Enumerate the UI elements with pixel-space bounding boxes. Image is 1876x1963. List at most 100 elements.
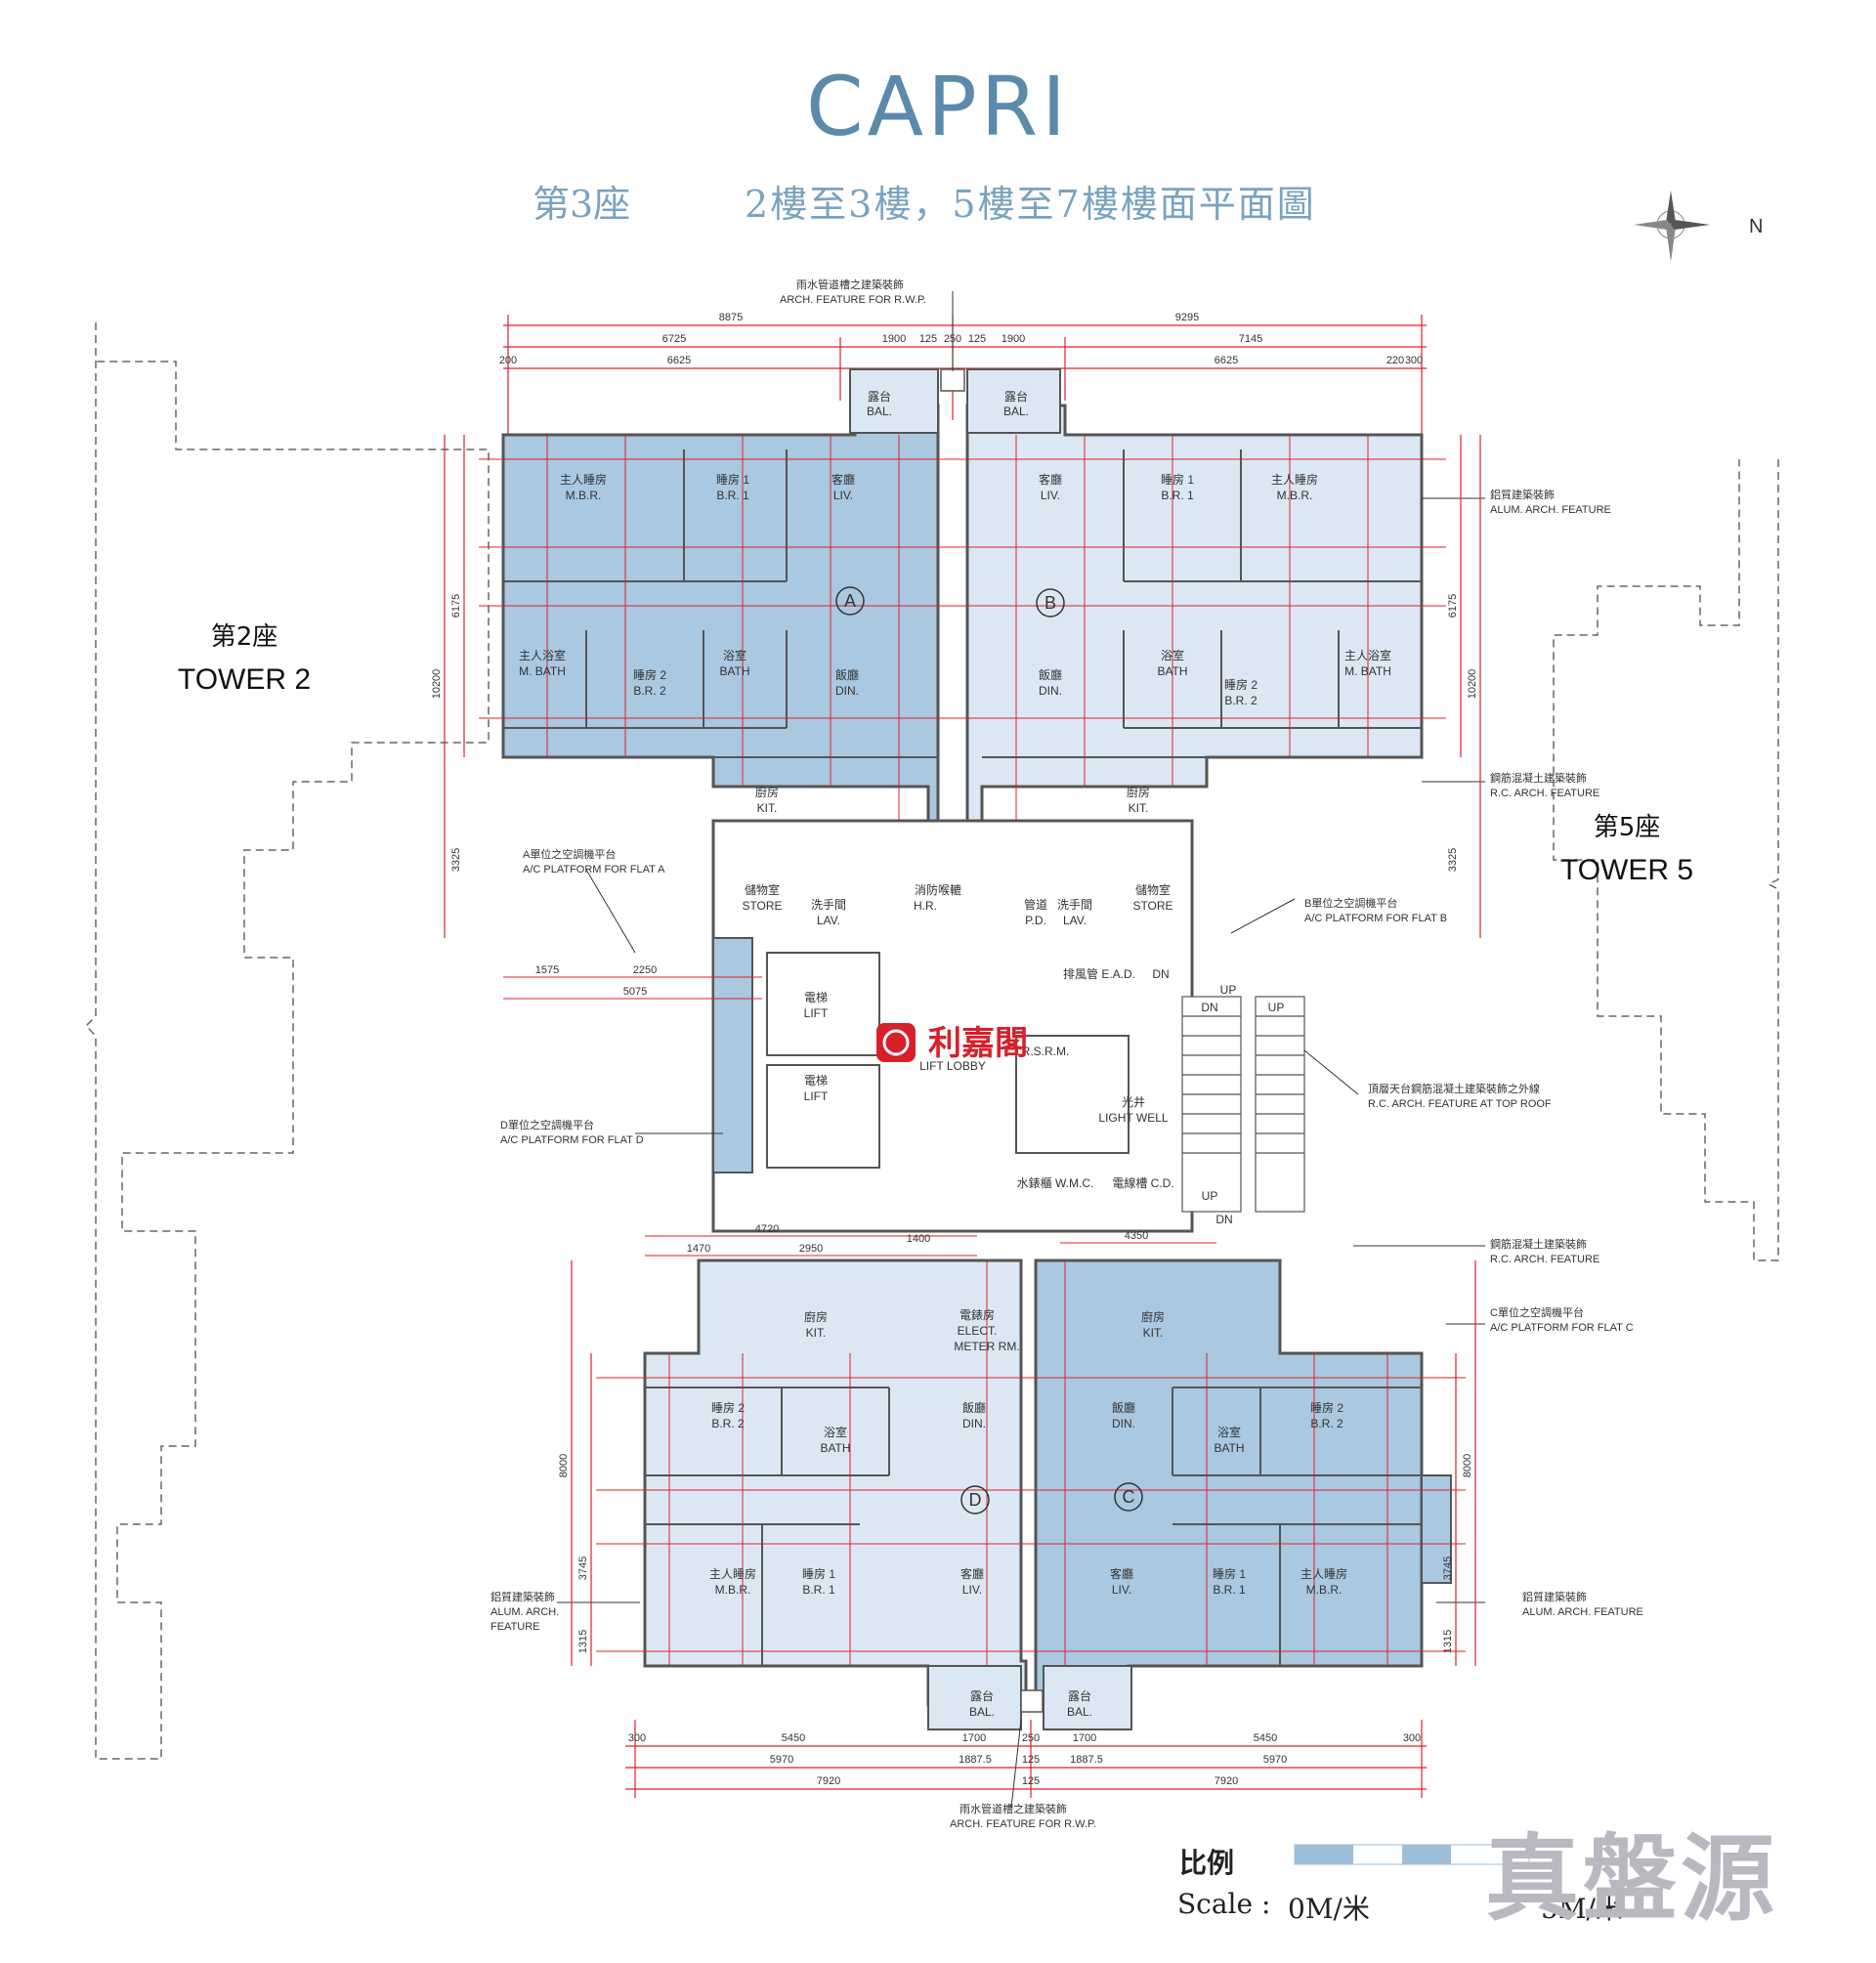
- dimension-lines-sides: [444, 435, 1481, 1666]
- room-a-mbath-cn: 主人浴室: [519, 648, 566, 662]
- room-a-lav-en: LAV.: [817, 914, 840, 927]
- brand-watermark: 真盤源: [1485, 1824, 1778, 1934]
- dim-left-2: 10200: [431, 669, 443, 700]
- room-b-kit-cn: 廚房: [1127, 785, 1150, 799]
- unit-c-area: [1034, 1259, 1424, 1707]
- room-b-din-en: DIN.: [1039, 684, 1062, 698]
- note-ac-d-en: A/C PLATFORM FOR FLAT D: [500, 1134, 644, 1146]
- room-a-br1-en: B.R. 1: [716, 489, 749, 502]
- compass-icon: [1634, 191, 1710, 262]
- room-d-kit-en: KIT.: [806, 1326, 827, 1340]
- room-rsrm: R.S.R.M.: [1022, 1045, 1070, 1058]
- room-d-kit-cn: 廚房: [804, 1309, 828, 1324]
- room-b-mbath-cn: 主人浴室: [1344, 648, 1391, 662]
- dim-lower-right-3: 1315: [1442, 1630, 1454, 1653]
- dim-core-8: 4350: [1125, 1230, 1148, 1242]
- note-alum-l-en1: ALUM. ARCH.: [490, 1606, 559, 1618]
- stair-up-2: UP: [1268, 1001, 1285, 1014]
- room-c-br1-en: B.R. 1: [1213, 1583, 1246, 1597]
- dim-top-r2-3: 125: [919, 333, 937, 345]
- note-roof-cn: 頂層天台鋼筋混凝土建築裝飾之外線: [1368, 1082, 1540, 1095]
- note-ac-c-cn: C單位之空調機平台: [1490, 1305, 1584, 1319]
- note-alum-rb-cn: 鋁質建築裝飾: [1522, 1590, 1587, 1603]
- room-a-bath-en: BATH: [719, 664, 749, 678]
- room-b-store-cn: 儲物室: [1135, 882, 1171, 897]
- note-ac-b-cn: B單位之空調機平台: [1304, 896, 1397, 910]
- room-a-store-cn: 儲物室: [745, 882, 780, 897]
- scale-label-cn: 比例: [1179, 1847, 1235, 1879]
- scale-bar: [1294, 1844, 1530, 1865]
- tower-number: 第3座: [533, 183, 631, 226]
- room-b-br2-en: B.R. 2: [1224, 694, 1258, 707]
- note-roof-en: R.C. ARCH. FEATURE AT TOP ROOF: [1368, 1098, 1552, 1110]
- room-b-pd-cn: 管道: [1024, 897, 1047, 912]
- dim-top-r2-1: 6725: [662, 333, 686, 345]
- room-lightwell-cn: 光井: [1122, 1095, 1145, 1109]
- room-b-kit-en: KIT.: [1129, 801, 1149, 815]
- dim-top-right-overall: 9295: [1175, 312, 1199, 323]
- stair-dn-2: DN: [1152, 967, 1169, 981]
- unit-b-area: [965, 404, 1424, 823]
- dim-top-r2-2: 1900: [882, 333, 906, 345]
- note-alum-rb-en: ALUM. ARCH. FEATURE: [1522, 1606, 1643, 1618]
- room-a-mbath-en: M. BATH: [519, 664, 566, 678]
- room-d-mbr-en: M.B.R.: [715, 1583, 751, 1597]
- dim-bot-r2-1: 5970: [770, 1754, 793, 1766]
- balcony-d: [927, 1665, 1022, 1730]
- upper-units-walls: [503, 449, 1422, 758]
- lift-2: [766, 1064, 880, 1169]
- dim-bot-r1-2: 5450: [782, 1732, 805, 1744]
- dim-bot-r2-3: 125: [1022, 1754, 1040, 1766]
- stair-up-3: UP: [1202, 1189, 1218, 1203]
- room-b-br1-en: B.R. 1: [1161, 489, 1194, 502]
- room-a-store-en: STORE: [742, 899, 782, 913]
- room-d-br1-en: B.R. 1: [802, 1583, 835, 1597]
- unit-marker-d: [960, 1485, 990, 1515]
- dim-bot-r2-5: 5970: [1263, 1754, 1287, 1766]
- tower5-label-en: TOWER 5: [1560, 854, 1693, 886]
- room-b-lav-en: LAV.: [1063, 914, 1087, 927]
- room-b-bal-en: BAL.: [1003, 405, 1029, 418]
- dim-left-1: 6175: [450, 594, 462, 618]
- dim-bot-r1-6: 5450: [1254, 1732, 1277, 1744]
- room-elect-en2: METER RM.: [954, 1340, 1019, 1353]
- room-c-bath-en: BATH: [1214, 1441, 1244, 1455]
- dim-top-r3-5: 300: [1405, 355, 1423, 366]
- dim-lower-left-1: 8000: [558, 1454, 570, 1477]
- room-a-bath-cn: 浴室: [723, 648, 746, 662]
- dim-lower-right-2: 3745: [1442, 1557, 1454, 1580]
- room-lift1-cn: 電梯: [804, 991, 828, 1004]
- room-c-mbr-en: M.B.R.: [1306, 1583, 1343, 1597]
- balcony-c: [1043, 1665, 1132, 1730]
- dimension-grid-lower: [596, 1260, 1466, 1666]
- dim-bot-r1-1: 300: [628, 1732, 646, 1744]
- note-rwp-bot-cn: 雨水管道槽之建築裝飾: [959, 1802, 1067, 1815]
- tower5-outline: [1553, 459, 1779, 1261]
- balcony-a: [849, 368, 939, 434]
- ac-platform-c: [1421, 1474, 1452, 1584]
- dim-bot-r3-2: 125: [1022, 1775, 1040, 1787]
- room-a-bal-cn: 露台: [868, 389, 891, 404]
- room-b-store-en: STORE: [1132, 899, 1172, 913]
- room-hr-cn: 消防喉轆: [915, 882, 961, 897]
- dim-bot-r3-1: 7920: [817, 1775, 840, 1787]
- room-a-kit-cn: 廚房: [755, 785, 779, 799]
- room-d-br2-cn: 睡房 2: [711, 1400, 745, 1415]
- room-lightwell-en: LIGHT WELL: [1098, 1111, 1168, 1125]
- dimension-lines-bottom: [625, 1720, 1427, 1798]
- ac-platform-d: [712, 937, 753, 1174]
- room-d-bath-en: BATH: [820, 1441, 850, 1455]
- floor-range: 2樓至3樓，5樓至7樓樓面平面圖: [745, 183, 1316, 226]
- dim-top-r3-3: 6625: [1215, 355, 1238, 366]
- room-a-lav-cn: 洗手間: [811, 898, 846, 912]
- light-well: [1015, 1035, 1130, 1154]
- room-c-kit-en: KIT.: [1143, 1326, 1164, 1340]
- dim-left-3: 3325: [450, 848, 462, 872]
- room-lift2-en: LIFT: [804, 1089, 829, 1103]
- dim-top-r3-1: 200: [499, 355, 517, 366]
- room-a-din-cn: 飯廳: [835, 667, 859, 682]
- room-a-din-en: DIN.: [835, 684, 859, 698]
- note-rc-rt-cn: 鋼筋混凝土建築裝飾: [1490, 771, 1587, 785]
- room-d-din-cn: 飯廳: [962, 1400, 986, 1415]
